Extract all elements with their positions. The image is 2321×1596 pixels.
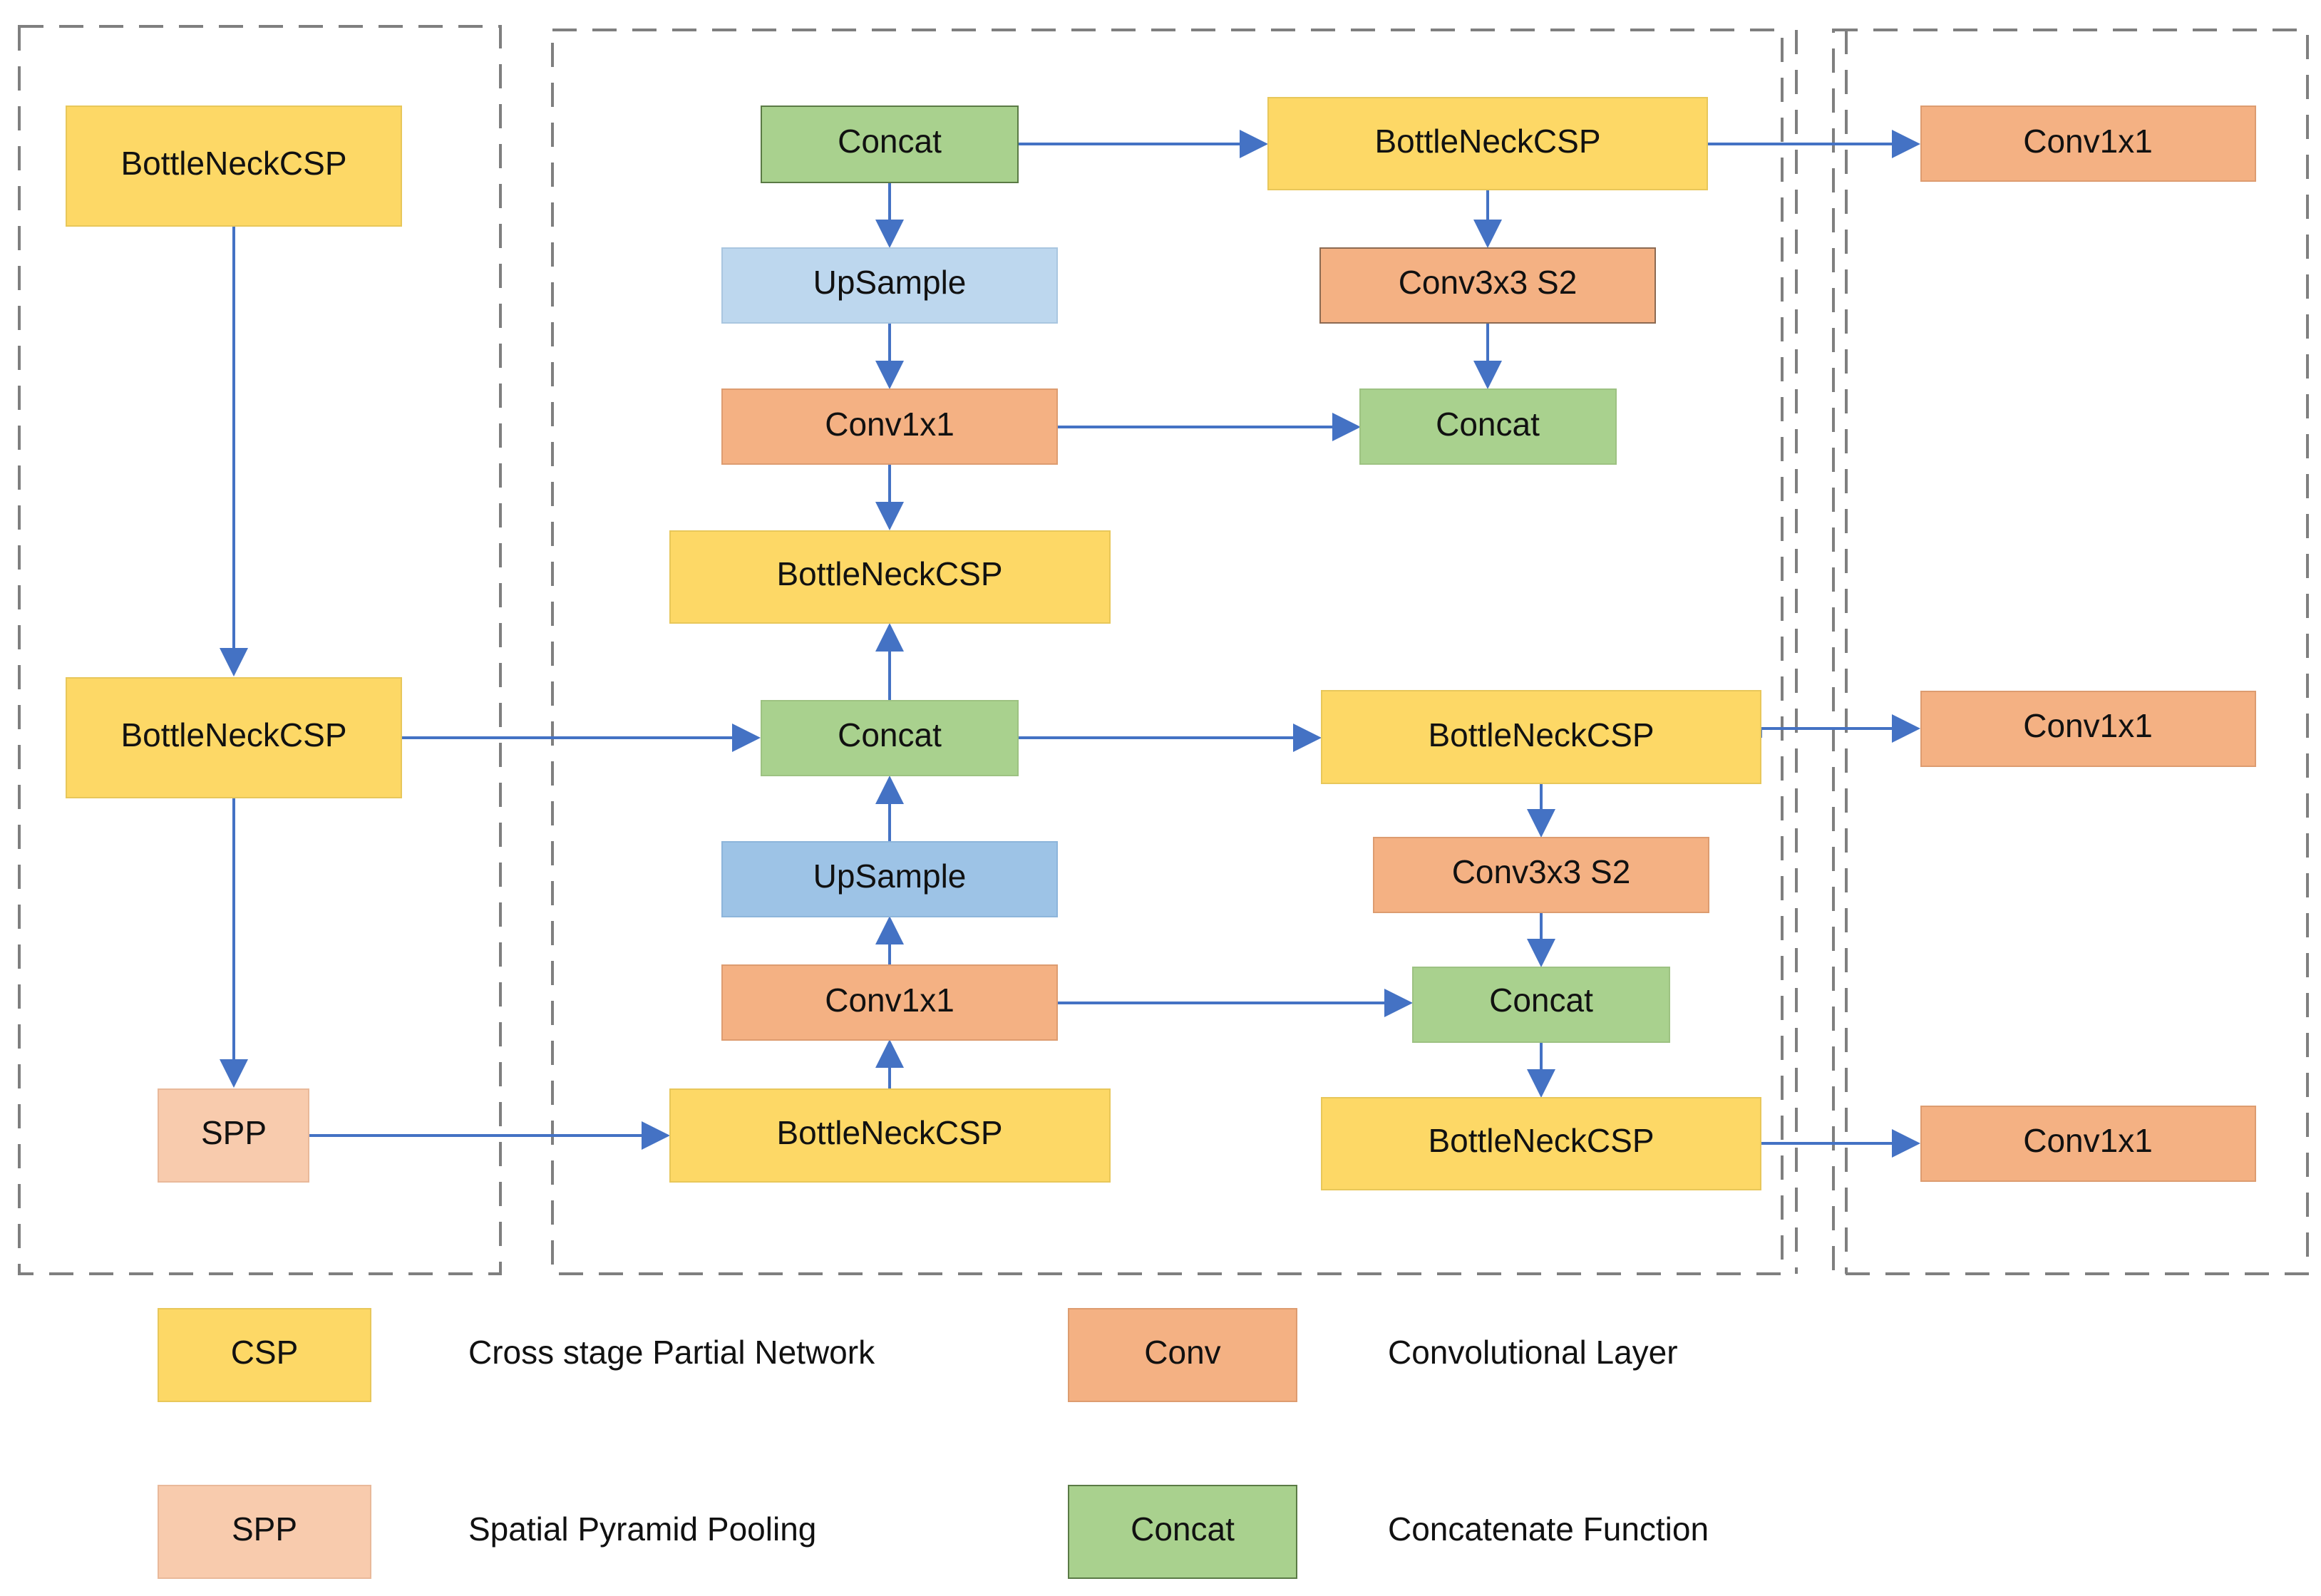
pan-csp-mid-box [1321, 690, 1761, 784]
pan-concat-top: Concat [1359, 388, 1617, 465]
pan-conv-mid-label: Conv3x3 S2 [1452, 853, 1631, 890]
legend-concat-desc: Concatenate Function [1388, 1510, 1709, 1548]
neck-conv-bottom-label: Conv1x1 [825, 982, 954, 1019]
neck-conv-bottom-box [721, 964, 1058, 1041]
legend-csp-swatch [158, 1308, 371, 1402]
neck-csp-bottom-label: BottleNeckCSP [776, 1114, 1002, 1151]
head-conv-mid-label: Conv1x1 [2023, 707, 2153, 744]
backbone-frame [18, 25, 502, 1275]
neck-upsample-bottom: UpSample [721, 841, 1058, 917]
backbone-spp: SPP [158, 1088, 309, 1183]
legend-concat: Concat Concatenate Function [1068, 1485, 1709, 1579]
pan-concat-bottom-label: Concat [1489, 982, 1593, 1019]
legend-spp-key: SPP [232, 1510, 297, 1548]
backbone-spp-box [158, 1088, 309, 1183]
backbone: BottleNeckCSP BottleNeckCSP SPP [66, 105, 402, 1183]
head-conv-bottom-label: Conv1x1 [2023, 1122, 2153, 1159]
neck-csp-upper: BottleNeckCSP [669, 530, 1111, 624]
neck-conv-top: Conv1x1 [721, 388, 1058, 465]
head-conv-top-box [1920, 105, 2256, 182]
pan-concat-top-label: Concat [1436, 406, 1540, 443]
backbone-csp-top-box [66, 105, 402, 227]
neck-conv-bottom: Conv1x1 [721, 964, 1058, 1041]
neck-upsample-bottom-label: UpSample [813, 858, 967, 895]
neck-concat-top: Concat [761, 105, 1019, 183]
neck-conv-top-box [721, 388, 1058, 465]
head: Conv1x1 Conv1x1 Conv1x1 [1920, 105, 2256, 1182]
pan-csp-top: BottleNeckCSP [1267, 97, 1708, 190]
legend-conv-key: Conv [1144, 1334, 1220, 1371]
pan-conv-top-label: Conv3x3 S2 [1399, 264, 1578, 301]
backbone-csp-top-label: BottleNeckCSP [120, 145, 346, 182]
backbone-csp-mid: BottleNeckCSP [66, 677, 402, 798]
legend: CSP Cross stage Partial Network Conv Con… [158, 1308, 1709, 1579]
legend-csp-key: CSP [231, 1334, 299, 1371]
backbone-spp-label: SPP [201, 1114, 267, 1151]
pan-concat-bottom-box [1412, 967, 1670, 1043]
neck-concat-mid-label: Concat [838, 716, 942, 753]
head-conv-top: Conv1x1 [1920, 105, 2256, 182]
neck-concat-top-label: Concat [838, 123, 942, 160]
neck-upsample-bottom-box [721, 841, 1058, 917]
arrow-pan-csp-mid-to-head [1759, 714, 1920, 743]
pan-csp-bottom-box [1321, 1097, 1761, 1190]
pan-conv-mid: Conv3x3 S2 [1373, 837, 1709, 913]
pan-csp-top-box [1267, 97, 1708, 190]
head-conv-bottom-box [1920, 1106, 2256, 1182]
backbone-csp-mid-box [66, 677, 402, 798]
head-conv-top-label: Conv1x1 [2023, 123, 2153, 160]
head-frame [1832, 29, 2309, 1275]
pan-concat-top-box [1359, 388, 1617, 465]
legend-conv: Conv Convolutional Layer [1068, 1308, 1678, 1402]
head-conv-mid-box [1920, 691, 2256, 767]
pan-conv-top: Conv3x3 S2 [1319, 247, 1656, 324]
connections [220, 130, 1920, 1158]
pan-csp-top-label: BottleNeckCSP [1374, 123, 1600, 160]
neck-conv-top-label: Conv1x1 [825, 406, 954, 443]
pan-csp-bottom-label: BottleNeckCSP [1428, 1122, 1654, 1159]
pan-conv-mid-box [1373, 837, 1709, 913]
head-conv-mid: Conv1x1 [1920, 691, 2256, 767]
neck-frame [551, 29, 1784, 1275]
neck-upsample-top: UpSample [721, 247, 1058, 324]
legend-csp-desc: Cross stage Partial Network [468, 1334, 875, 1371]
neck-concat-mid: Concat [761, 700, 1019, 776]
neck-upsample-top-box [721, 247, 1058, 324]
neck: Concat UpSample Conv1x1 BottleNeckCSP Co… [669, 105, 1111, 1183]
legend-spp-swatch [158, 1485, 371, 1579]
legend-concat-key: Concat [1131, 1510, 1235, 1548]
legend-csp: CSP Cross stage Partial Network [158, 1308, 875, 1402]
legend-conv-desc: Convolutional Layer [1388, 1334, 1678, 1371]
pan-concat-bottom: Concat [1412, 967, 1670, 1043]
section-frames [18, 25, 2309, 1275]
neck-csp-upper-box [669, 530, 1111, 624]
pan-csp-mid-label: BottleNeckCSP [1428, 716, 1654, 753]
neck-concat-mid-box [761, 700, 1019, 776]
pan-conv-top-box [1319, 247, 1656, 324]
legend-concat-swatch [1068, 1485, 1297, 1579]
pan-csp-bottom: BottleNeckCSP [1321, 1097, 1761, 1190]
pan-csp-mid: BottleNeckCSP [1321, 690, 1761, 784]
pan: BottleNeckCSP Conv3x3 S2 Concat BottleNe… [1267, 97, 1761, 1190]
backbone-csp-mid-label: BottleNeckCSP [120, 716, 346, 753]
neck-upsample-top-label: UpSample [813, 264, 967, 301]
legend-spp-desc: Spatial Pyramid Pooling [468, 1510, 816, 1548]
neck-csp-bottom: BottleNeckCSP [669, 1088, 1111, 1183]
neck-concat-top-box [761, 105, 1019, 183]
neck-csp-upper-label: BottleNeckCSP [776, 555, 1002, 592]
backbone-csp-top: BottleNeckCSP [66, 105, 402, 227]
legend-spp: SPP Spatial Pyramid Pooling [158, 1485, 816, 1579]
head-conv-bottom: Conv1x1 [1920, 1106, 2256, 1182]
neck-csp-bottom-box [669, 1088, 1111, 1183]
legend-conv-swatch [1068, 1308, 1297, 1402]
